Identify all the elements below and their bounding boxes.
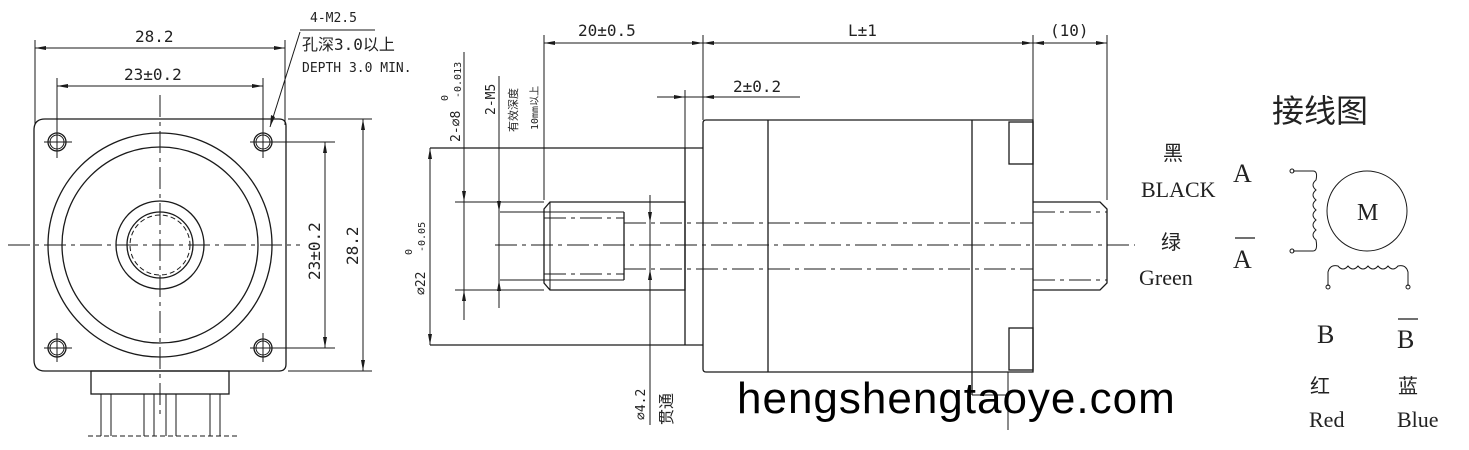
- phase-b-bar-color-cn: 蓝: [1398, 375, 1418, 398]
- dim-through-hole: ⌀4.2: [634, 389, 649, 420]
- wiring-diagram: 接线图 黑 BLACK A 绿 Green A M B B 红 Red 蓝 Bl…: [1139, 93, 1439, 432]
- dim-shaft-dia: 2-⌀8: [449, 111, 464, 142]
- mount-holes: [44, 128, 278, 362]
- dim-thread-spec: 2-M5: [484, 84, 499, 115]
- dim-shaft-dia-tol-upper: 0: [440, 95, 451, 101]
- watermark: hengshengtaoye.com: [737, 374, 1176, 423]
- phase-b-bar-terminal: B: [1397, 325, 1414, 354]
- dim-body-length: L±1: [848, 21, 877, 40]
- phase-a-bar-color-en: Green: [1139, 265, 1193, 290]
- phase-a-terminal: A: [1233, 159, 1252, 188]
- phase-b-bar-color-en: Blue: [1397, 407, 1439, 432]
- dim-overall-width: 28.2: [135, 27, 174, 46]
- dim-boss-dia-tol-lower: -0.05: [417, 222, 428, 252]
- callout-depth-cn: 孔深3.0以上: [302, 35, 395, 54]
- wiring-title: 接线图: [1272, 93, 1368, 129]
- phase-b-color-en: Red: [1309, 407, 1344, 432]
- phase-a-color-en: BLACK: [1141, 177, 1216, 202]
- callout-depth-en: DEPTH 3.0 MIN.: [302, 61, 412, 76]
- callout-mount-hole-spec: 4-M2.5: [310, 11, 357, 26]
- dim-hole-spacing-h: 23±0.2: [124, 65, 182, 84]
- front-view: 28.2 23±0.2 4-M2.5 孔深3.0以上 DEPTH 3.0 MIN…: [8, 11, 412, 437]
- dim-boss-dia: ⌀22: [414, 272, 429, 295]
- dim-overall-height: 28.2: [343, 226, 362, 265]
- dim-hole-spacing-v: 23±0.2: [305, 222, 324, 280]
- dim-boss-height: 2±0.2: [733, 77, 781, 96]
- dim-rear-shaft-length: (10): [1050, 21, 1089, 40]
- phase-a-bar-terminal: A: [1233, 245, 1252, 274]
- side-view: 20±0.5 L±1 (10) 2±0.2: [404, 21, 1135, 430]
- through-hole-cn: 贯通: [657, 393, 676, 425]
- phase-a-bar-color-cn: 绿: [1161, 231, 1181, 254]
- thread-depth-cn-2: 10mm以上: [529, 86, 541, 130]
- phase-a-color-cn: 黑: [1163, 143, 1183, 165]
- dim-shaft-dia-tol-lower: -0.013: [453, 62, 464, 98]
- motor-label: M: [1357, 200, 1378, 226]
- dim-boss-dia-tol-upper: 0: [404, 249, 415, 255]
- dim-shaft-length: 20±0.5: [578, 21, 636, 40]
- phase-b-color-cn: 红: [1310, 375, 1330, 398]
- thread-depth-cn-1: 有效深度: [506, 88, 520, 132]
- phase-b-terminal: B: [1317, 320, 1334, 349]
